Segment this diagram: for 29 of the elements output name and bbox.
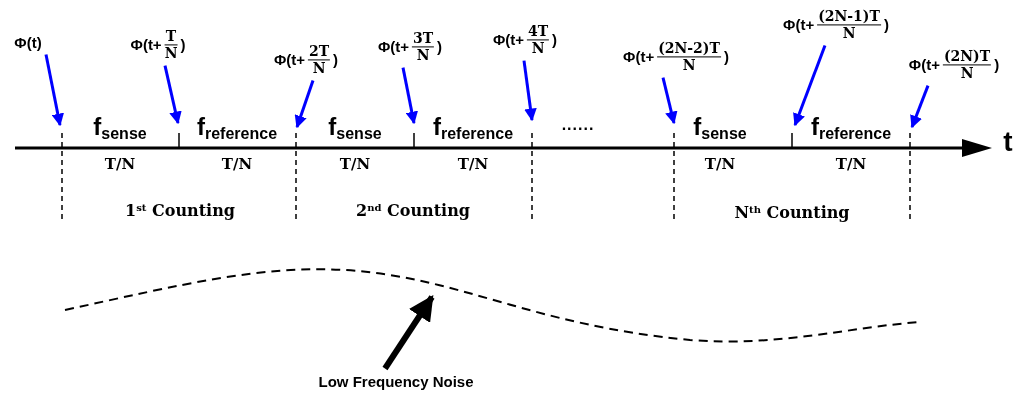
frequency-label: f$_{sense}$	[328, 113, 382, 143]
frequency-label: f$_{sense}$	[693, 113, 747, 143]
arrow	[401, 67, 418, 125]
frequency-label: f$_{reference}$	[197, 113, 277, 143]
interval-label: T/N	[457, 155, 489, 173]
counting-label: 1$^{st}$ Counting	[125, 200, 235, 220]
arrow	[661, 77, 678, 125]
frequency-label: f$_{reference}$	[811, 113, 891, 143]
arrow	[294, 80, 315, 129]
counting-label: 2$^{nd}$ Counting	[356, 200, 470, 220]
arrow	[163, 65, 182, 125]
ellipsis: ......	[561, 116, 595, 134]
interval-label: T/N	[835, 155, 867, 173]
interval-label: T/N	[339, 155, 371, 173]
axis-label: t	[1003, 126, 1013, 158]
interval-label: T/N	[221, 155, 253, 173]
frequency-label: f$_{sense}$	[93, 113, 147, 143]
interval-label: T/N	[104, 155, 136, 173]
time-axis	[15, 139, 992, 157]
frequency-label: f$_{reference}$	[433, 113, 513, 143]
arrow	[382, 294, 435, 371]
interval-label: T/N	[704, 155, 736, 173]
caption: Low Frequency Noise	[318, 372, 474, 390]
arrow	[44, 54, 64, 127]
counting-label: N$^{th}$ Counting	[734, 202, 850, 222]
phase-label: Φ(t)	[14, 33, 42, 51]
arrow	[793, 45, 827, 127]
arrow	[910, 85, 930, 129]
arrow	[522, 60, 537, 122]
